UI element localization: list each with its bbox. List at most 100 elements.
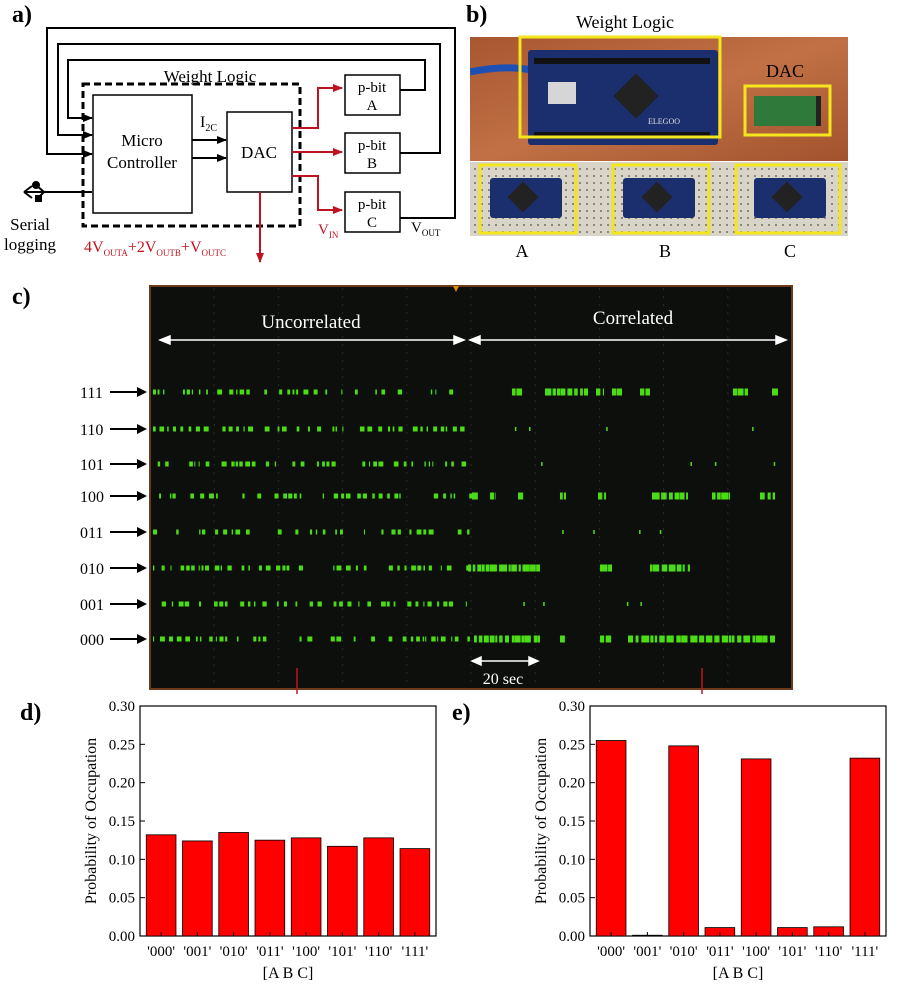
trace-pulse: [773, 462, 776, 466]
trace-pulse: [199, 636, 202, 642]
trace-pulse: [423, 601, 425, 607]
trace-pulse: [518, 492, 524, 500]
y-tick-label: 0.25: [559, 737, 585, 753]
trace-pulse: [504, 635, 510, 643]
trace-pulse: [387, 493, 390, 499]
trace-pulse: [602, 388, 604, 396]
trace-pulse: [604, 492, 606, 500]
trace-pulse: [228, 426, 233, 432]
board-label-b: B: [659, 241, 671, 261]
trace-pulse: [184, 601, 190, 607]
trace-pulse: [292, 461, 296, 467]
trace-pulse: [332, 426, 335, 432]
x-tick-label: '000': [597, 944, 625, 960]
trace-pulse: [295, 529, 299, 535]
trace-pulse: [359, 426, 365, 432]
vout-label: VOUT: [411, 220, 441, 238]
trace-pulse: [293, 493, 297, 499]
trace-pulse: [215, 636, 217, 642]
trace-pulse: [714, 462, 717, 466]
trace-pulse: [307, 426, 310, 432]
state-label-010: 010: [80, 561, 104, 578]
trace-pulse: [367, 426, 373, 432]
trace-pulse: [654, 635, 658, 643]
x-tick-label: '001': [633, 944, 661, 960]
trace-pulse: [661, 492, 667, 500]
trace-pulse: [322, 461, 325, 467]
trace-pulse: [239, 461, 243, 467]
bar-100: [740, 758, 772, 937]
trace-pulse: [242, 493, 245, 499]
trace-pulse: [220, 565, 223, 571]
trace-pulse: [428, 565, 432, 571]
trace-pulse: [489, 635, 495, 643]
trace-pulse: [153, 636, 155, 642]
trace-pulse: [283, 601, 287, 607]
trace-pulse: [239, 389, 245, 395]
trace-pulse: [483, 635, 489, 643]
trace-pulse: [227, 565, 232, 571]
trace-pulse: [176, 529, 179, 535]
trace-pulse: [423, 565, 426, 571]
y-tick-label: 0.00: [109, 929, 135, 945]
y-tick-label: 0.10: [559, 852, 585, 868]
photo-dac-label: DAC: [766, 61, 804, 81]
bar-000: [595, 740, 627, 937]
trace-pulse: [431, 636, 436, 642]
trace-pulse: [477, 564, 482, 572]
trace-pulse: [423, 529, 427, 535]
trace-pulse: [752, 635, 756, 643]
dac-output-wires: [256, 84, 343, 263]
y-tick-label: 0.05: [559, 891, 585, 907]
trace-pulse: [485, 564, 490, 572]
board-label-c: C: [784, 241, 796, 261]
trace-pulse: [317, 601, 322, 607]
trace-pulse: [309, 601, 313, 607]
trace-pulse: [295, 601, 298, 607]
trace-pulse: [347, 601, 352, 607]
trace-pulse: [454, 636, 459, 642]
trace-pulse: [378, 493, 383, 499]
pbit-b-label-2: B: [367, 156, 377, 172]
trace-pulse: [259, 565, 262, 571]
trace-pulse: [298, 565, 303, 571]
state-label-100: 100: [80, 489, 104, 506]
plot-frame: [589, 705, 887, 937]
trace-pulse: [560, 492, 563, 500]
trace-pulse: [296, 426, 300, 432]
trace-pulse: [453, 493, 456, 499]
trace-pulse: [246, 389, 250, 395]
trace-pulse: [466, 565, 469, 571]
trace-pulse: [253, 636, 257, 642]
trace-pulse: [443, 493, 447, 499]
trace-pulse: [420, 426, 423, 432]
trace-pulse: [171, 601, 174, 607]
trace-pulse: [659, 530, 662, 534]
bar-110: [363, 837, 394, 937]
trace-pulse: [744, 388, 748, 396]
trace-pulse: [661, 564, 668, 572]
scope-traces: [153, 388, 778, 643]
trace-pulse: [422, 636, 425, 642]
bar-100: [290, 837, 322, 937]
i2c-bus: [192, 136, 227, 162]
trace-pulse: [251, 461, 256, 467]
trace-pulse: [186, 389, 190, 395]
trace-pulse: [425, 636, 427, 642]
trace-pulse: [593, 530, 595, 534]
trace-pulse: [411, 565, 416, 571]
trace-pulse: [769, 635, 775, 643]
trace-pulse: [161, 601, 166, 607]
bar-111: [849, 757, 881, 937]
trace-pulse: [490, 492, 495, 500]
trace-pulse: [731, 635, 735, 643]
trace-pulse: [153, 389, 156, 395]
trace-pulse: [153, 529, 158, 535]
trace-pulse: [523, 602, 525, 606]
panel-label-b: b): [466, 2, 488, 28]
x-tick-label: '101': [778, 944, 806, 960]
trace-pulse: [235, 529, 241, 535]
trace-pulse: [325, 389, 328, 395]
trace-pulse: [262, 601, 267, 607]
trace-pulse: [760, 492, 765, 500]
